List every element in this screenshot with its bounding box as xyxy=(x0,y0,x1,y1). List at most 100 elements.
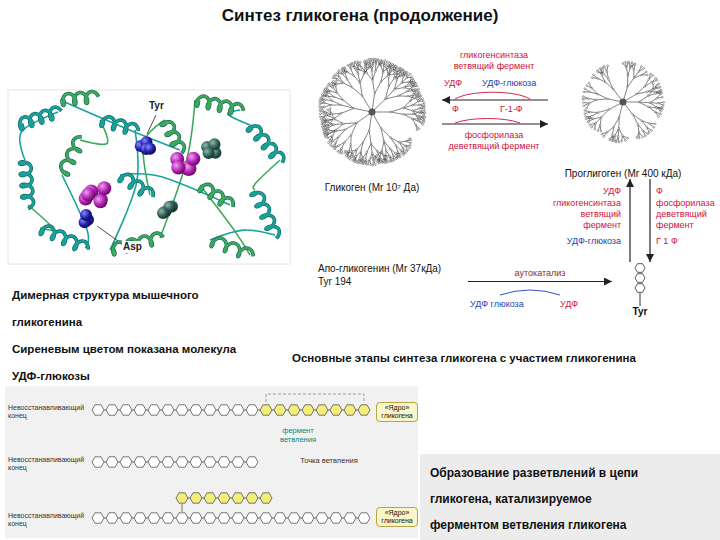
glucose-dot xyxy=(409,147,411,149)
branch-line xyxy=(329,141,334,143)
glucose-dot xyxy=(396,79,398,81)
glucose-dot xyxy=(323,117,325,119)
branch-line xyxy=(320,99,325,100)
branch-line xyxy=(626,62,628,68)
glucose-dot xyxy=(322,124,324,126)
glucose-dot xyxy=(325,92,327,94)
branch-line xyxy=(597,98,608,100)
branch-line xyxy=(327,133,330,137)
glucose-dot xyxy=(395,66,397,68)
glucose-dot xyxy=(657,102,659,104)
branch-line xyxy=(361,158,363,163)
branch-line xyxy=(320,103,325,104)
branch-line xyxy=(396,68,397,73)
core-box: «Ядро» гликогена xyxy=(376,402,418,422)
branch-line xyxy=(404,86,411,88)
glucose-dot xyxy=(348,150,350,152)
glucose-hexagon xyxy=(148,513,160,523)
glucose-dot xyxy=(373,159,375,161)
glucose-dot xyxy=(366,72,368,74)
branch-line xyxy=(332,136,333,141)
glucose-dot xyxy=(420,95,422,97)
glucose-hexagon xyxy=(176,513,188,523)
glucose-dot xyxy=(343,82,345,84)
branch-line xyxy=(336,86,337,93)
alpha-helix xyxy=(19,162,33,209)
alpha-helix xyxy=(101,117,139,133)
glucose-dot xyxy=(584,110,586,112)
text-label: Невосстанавливающий конец xyxy=(8,404,92,421)
coil-loop xyxy=(253,160,280,190)
branch-line xyxy=(627,76,628,87)
branch-line xyxy=(413,105,420,106)
glucose-dot xyxy=(396,157,398,159)
branch-line xyxy=(592,88,598,94)
branch-line xyxy=(638,124,639,132)
glucose-hexagon xyxy=(635,284,645,293)
glucose-dot xyxy=(638,101,640,103)
glucose-dot xyxy=(584,113,586,115)
glucose-dot xyxy=(597,93,599,95)
branch-line xyxy=(324,105,331,107)
branch-line xyxy=(370,64,372,71)
branch-line xyxy=(381,66,383,73)
branch-line xyxy=(639,102,649,107)
glucose-dot xyxy=(583,105,585,107)
branch-line xyxy=(373,71,376,80)
branch-line xyxy=(345,123,357,130)
glucose-dot xyxy=(410,78,412,80)
branch-line xyxy=(331,113,335,119)
branch-line xyxy=(321,116,325,119)
branch-line xyxy=(357,142,363,149)
branch-line xyxy=(363,152,367,158)
glucose-dot xyxy=(641,65,643,67)
branch-line xyxy=(655,84,659,88)
branch-line xyxy=(325,133,329,135)
glucose-dot xyxy=(391,160,393,162)
branch-line xyxy=(332,83,337,85)
glucose-dot xyxy=(324,115,326,117)
glucose-hexagon xyxy=(232,457,244,467)
glucose-dot xyxy=(423,105,425,107)
branch-line xyxy=(583,97,588,99)
glucose-hexagon xyxy=(120,405,132,415)
text-label: фермент ветвления xyxy=(266,426,330,444)
branch-line xyxy=(322,121,327,122)
alpha-helix xyxy=(113,233,164,255)
glucose-dot xyxy=(420,118,422,120)
glucose-dot xyxy=(355,155,357,157)
glucose-dot xyxy=(400,150,402,152)
glucose-dot xyxy=(659,93,661,95)
glucose-dot xyxy=(356,122,358,124)
glucose-dot xyxy=(372,79,374,81)
branch-line xyxy=(350,135,352,145)
glucose-dot xyxy=(406,91,408,93)
branch-line xyxy=(377,151,382,156)
branch-line xyxy=(403,108,412,111)
glucose-dot xyxy=(399,68,401,70)
branch-line xyxy=(345,135,352,142)
glucose-hexagon xyxy=(288,513,300,523)
glucose-dot xyxy=(324,111,326,113)
enzyme-label: гликогенсинтаза ветвящий фермент xyxy=(549,198,621,231)
glucose-dot xyxy=(322,122,324,124)
glucose-dot xyxy=(423,114,425,116)
glucose-dot xyxy=(359,69,361,71)
glucose-dot xyxy=(603,65,605,67)
branch-line xyxy=(409,80,413,83)
glucose-dot xyxy=(390,69,392,71)
glucose-dot xyxy=(339,77,341,79)
glucose-dot xyxy=(372,164,374,166)
glucose-dot xyxy=(406,150,408,152)
glucose-dot xyxy=(337,72,339,74)
glucose-dot xyxy=(337,150,339,152)
glucose-dot xyxy=(589,91,591,93)
branch-line xyxy=(354,68,358,74)
udp-glucose-sphere xyxy=(97,181,111,195)
branch-line xyxy=(336,124,343,130)
node-text: Проглигоген (Mr 400 кДа) xyxy=(548,168,698,179)
glucose-dot xyxy=(396,72,398,74)
glucose-dot xyxy=(419,104,421,106)
glucose-dot xyxy=(651,130,653,132)
branch-line xyxy=(610,135,613,140)
